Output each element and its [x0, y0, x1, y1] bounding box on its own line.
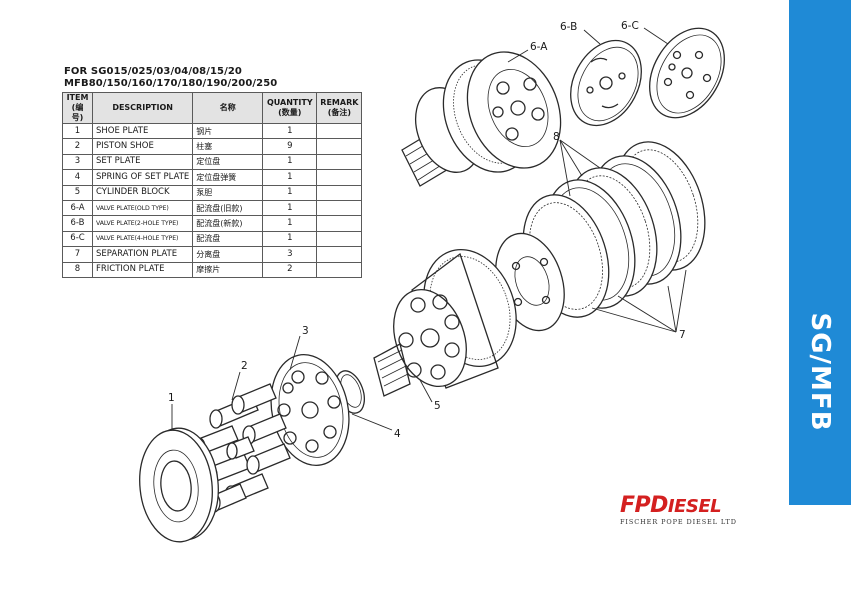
logo-subtitle: FISCHER POPE DIESEL LTD — [620, 518, 737, 526]
leader-lines — [171, 27, 687, 431]
piston-shoes-2 — [192, 383, 291, 513]
cell-quantity: 2 — [262, 261, 318, 278]
parts-table: ITEM(编号) DESCRIPTION 名称 QUANTITY(数量) REM… — [62, 92, 363, 278]
valve-plate-old-type-6a — [401, 51, 562, 187]
col-remark: REMARK(备注) — [316, 92, 363, 124]
callout-6b: 6-B — [560, 21, 577, 33]
model-line-1: FOR SG015/025/03/04/08/15/20 — [64, 66, 242, 77]
table-row: 1 SHOE PLATE 钢片 1 — [62, 122, 363, 140]
table-row: 6-A VALVE PLATE(OLD TYPE) 配流盘(旧款) 1 — [62, 199, 363, 217]
callout-8: 8 — [553, 131, 560, 143]
table-row: 6-C VALVE PLATE(4-HOLE TYPE) 配流盘 1 — [62, 230, 363, 248]
table-header-row: ITEM(编号) DESCRIPTION 名称 QUANTITY(数量) REM… — [62, 92, 363, 124]
callout-3: 3 — [302, 325, 309, 337]
cell-description: SEPARATION PLATE — [91, 246, 194, 263]
table-row: 4 SPRING OF SET PLATE 定位盘弹簧 1 — [62, 169, 363, 186]
table-row: 5 CYLINDER BLOCK 泵胆 1 — [62, 184, 363, 201]
col-item: ITEM(编号) — [62, 92, 93, 124]
callout-7: 7 — [679, 329, 686, 341]
table-row: 7 SEPARATION PLATE 分离盘 3 — [62, 246, 363, 263]
set-plate-3 — [270, 354, 350, 466]
cell-quantity: 3 — [262, 246, 318, 263]
valve-plate-2-hole-6b — [570, 39, 642, 127]
cell-description: VALVE PLATE(OLD TYPE) — [91, 199, 194, 217]
callout-6c: 6-C — [621, 20, 639, 32]
valve-plate-4-hole-6c — [649, 27, 725, 119]
callout-4: 4 — [394, 428, 401, 440]
table-row: 3 SET PLATE 定位盘 1 — [62, 153, 363, 171]
cell-description: FRICTION PLATE — [91, 261, 194, 278]
col-quantity: QUANTITY(数量) — [262, 92, 318, 124]
logo-wordmark: FPDIESEL — [620, 493, 722, 518]
table-row: 6-B VALVE PLATE(2-HOLE TYPE) 配流盘(新款) 1 — [62, 215, 363, 232]
cell-name-cn: 摩擦片 — [192, 261, 264, 278]
cell-remark — [316, 261, 363, 278]
callout-2: 2 — [241, 360, 248, 372]
callout-6a: 6-A — [530, 41, 548, 53]
side-band-label: SG/MFB — [805, 312, 835, 432]
callout-1: 1 — [168, 392, 175, 404]
side-band — [789, 0, 851, 505]
shoe-plate-1 — [139, 427, 219, 543]
callout-5: 5 — [434, 400, 441, 412]
col-name-cn: 名称 — [192, 92, 264, 124]
company-logo: FPDIESEL FISCHER POPE DIESEL LTD — [620, 493, 760, 536]
cell-item: 7 — [62, 246, 93, 263]
cylinder-block-5 — [373, 248, 517, 397]
cell-remark — [316, 246, 363, 263]
table-row: 2 PISTON SHOE 柱塞 9 — [62, 138, 363, 155]
model-line-2: MFB80/150/160/170/180/190/200/250 — [64, 78, 278, 89]
table-row: 8 FRICTION PLATE 摩擦片 2 — [62, 261, 363, 278]
applicability-header: FOR SG015/025/03/04/08/15/20 MFB80/150/1… — [64, 66, 364, 90]
